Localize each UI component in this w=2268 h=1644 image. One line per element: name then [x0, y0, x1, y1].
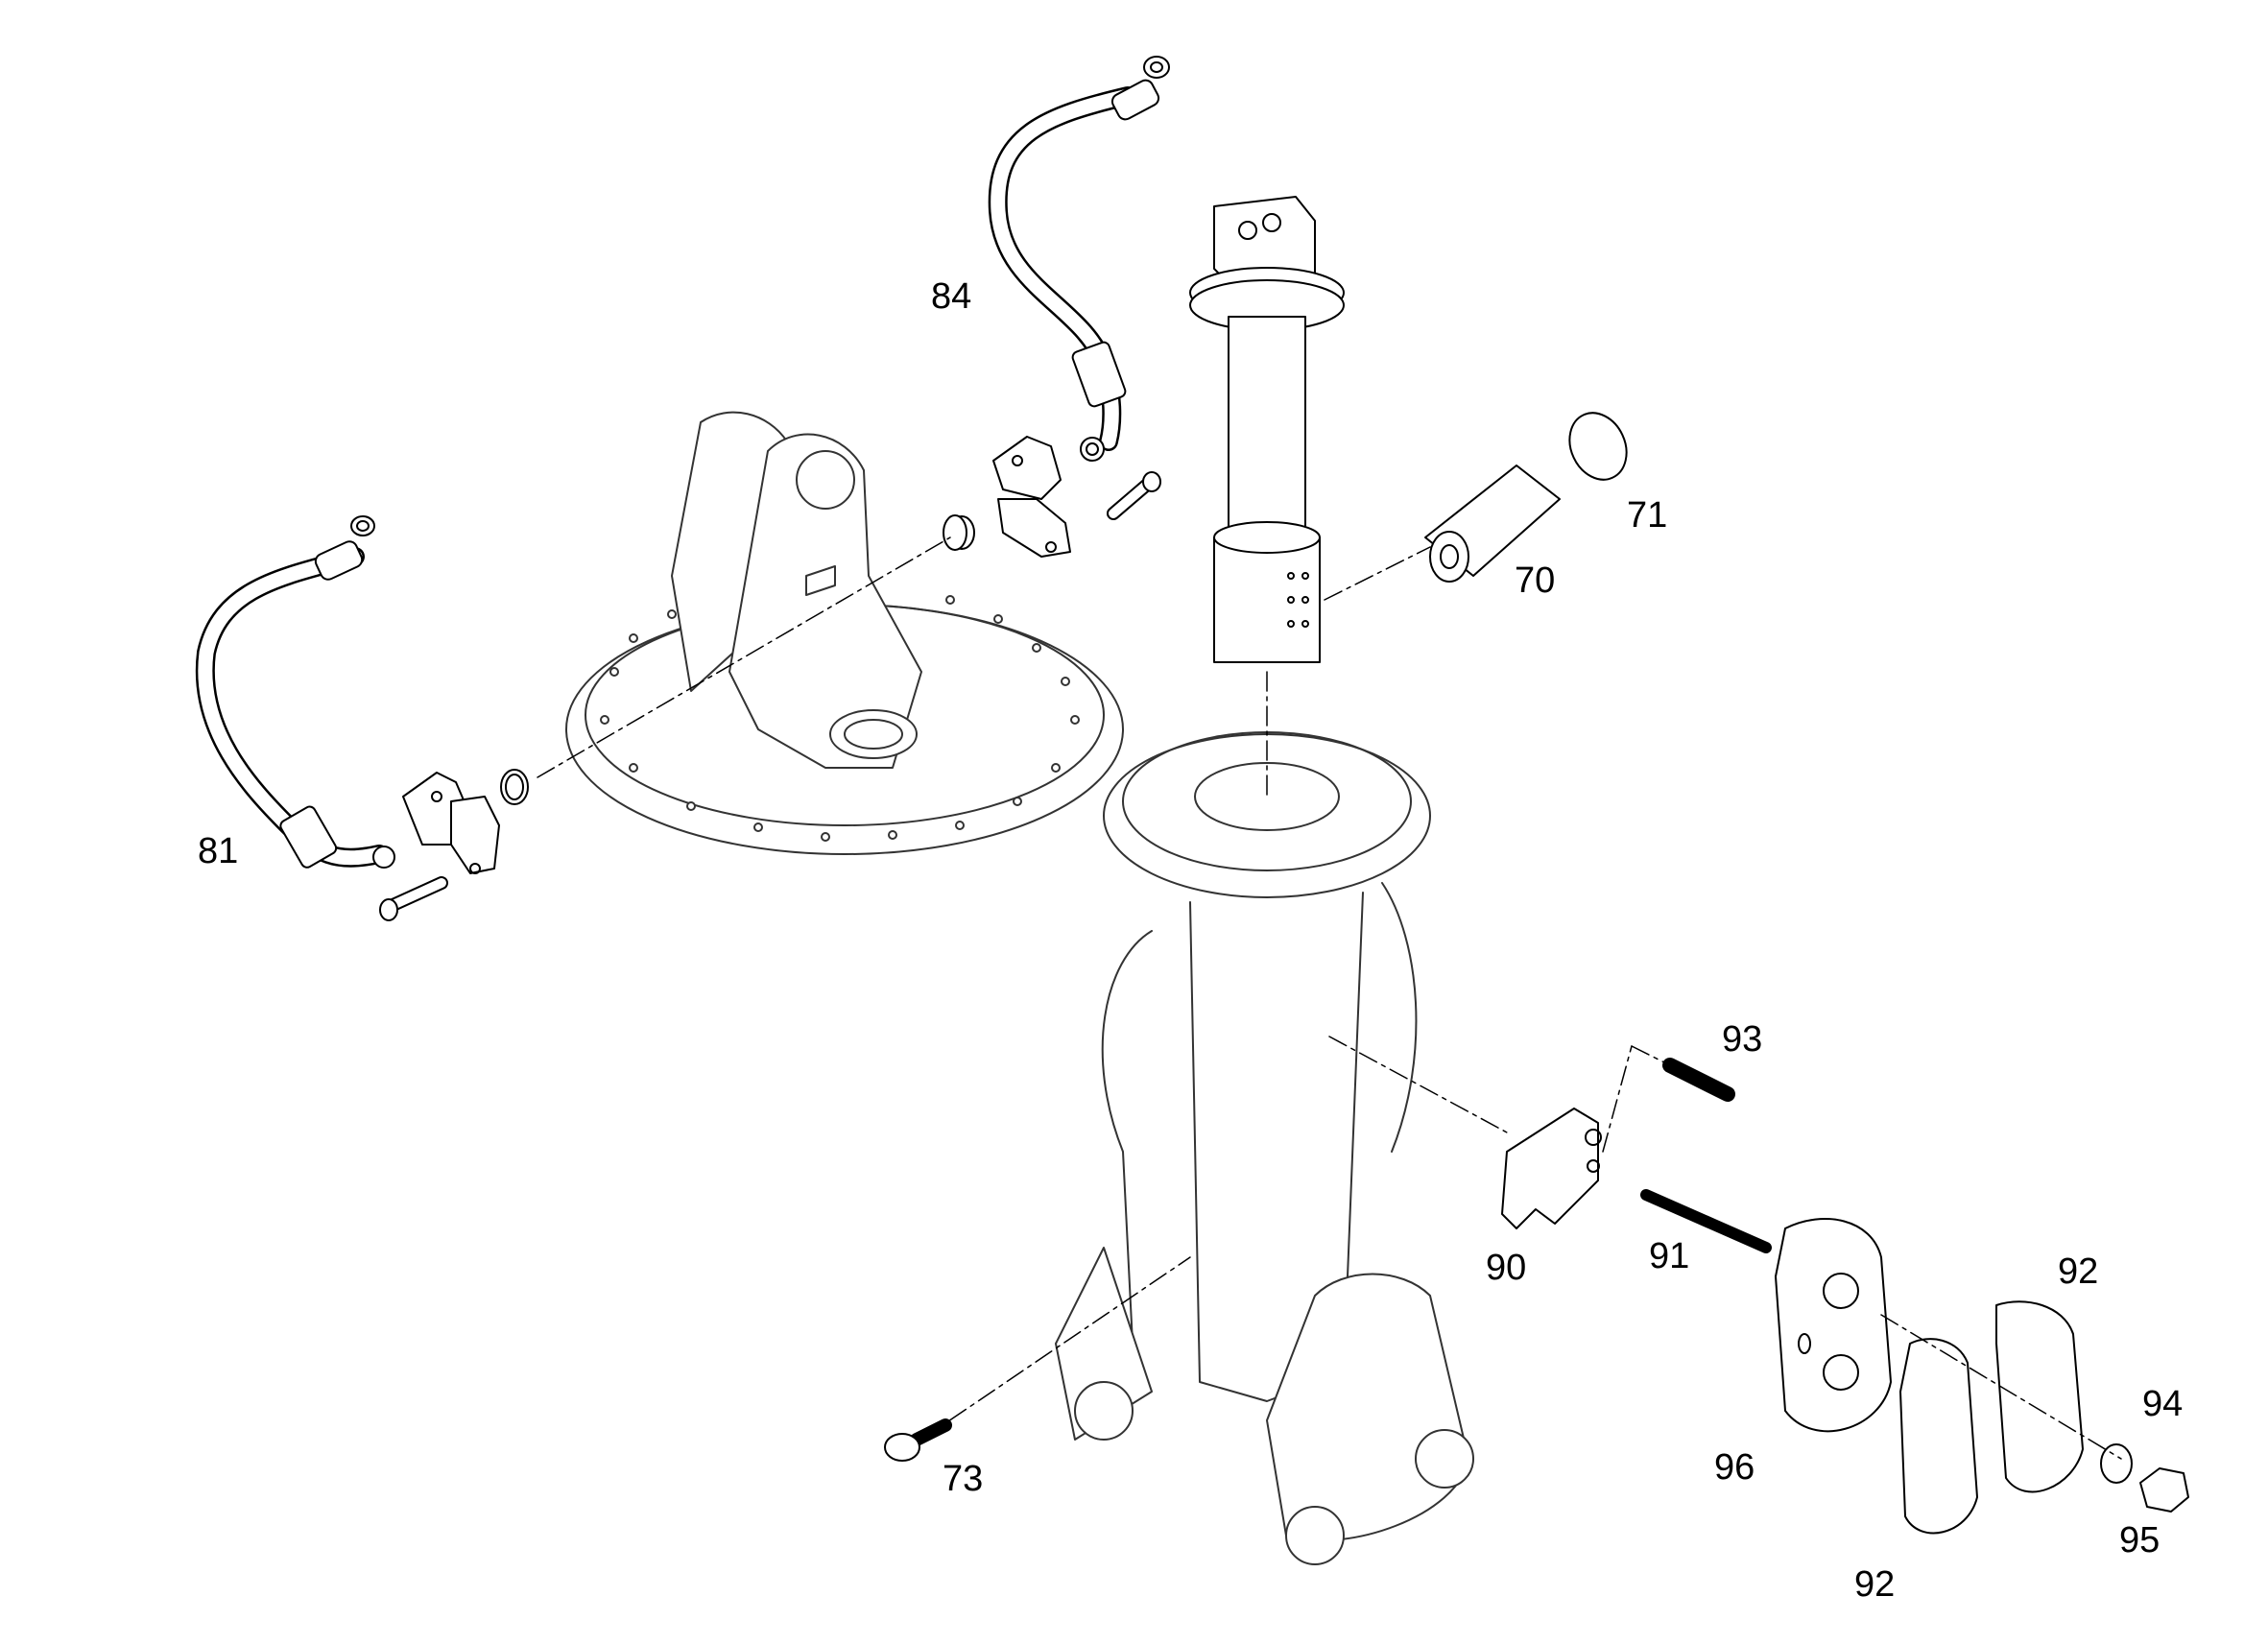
nut-95 — [2139, 1467, 2189, 1513]
callout-91: 91 — [1649, 1236, 1690, 1276]
split-flange-left — [379, 769, 529, 921]
callout-96: 96 — [1714, 1447, 1755, 1488]
pin-70 — [1424, 465, 1561, 583]
callout-70: 70 — [1515, 560, 1556, 601]
disc-96 — [1775, 1218, 1892, 1433]
callout-90: 90 — [1486, 1248, 1527, 1288]
callout-93: 93 — [1722, 1019, 1763, 1060]
split-flange-upper — [948, 436, 1161, 558]
callout-92-rear: 92 — [2058, 1251, 2099, 1292]
circlip-71 — [1568, 412, 1628, 481]
washer-94 — [2100, 1443, 2133, 1484]
centerlines — [537, 536, 2122, 1460]
swing-frame — [1055, 731, 1474, 1565]
hose-84 — [988, 56, 1170, 462]
disc-92-front — [1899, 1338, 1978, 1535]
callout-94: 94 — [2142, 1384, 2184, 1424]
callout-84: 84 — [931, 276, 972, 317]
hose-81 — [195, 515, 395, 869]
callout-81: 81 — [198, 831, 239, 871]
pin-91 — [1640, 1189, 1772, 1253]
callout-71: 71 — [1627, 495, 1668, 536]
callout-73: 73 — [943, 1459, 984, 1499]
pivot-column — [1189, 196, 1345, 663]
bolt-73 — [884, 1418, 952, 1462]
callout-92-front: 92 — [1854, 1564, 1896, 1605]
retaining-ring — [943, 514, 967, 551]
bolt-93 — [1662, 1058, 1735, 1102]
callout-95: 95 — [2119, 1520, 2161, 1561]
disc-92-rear — [1995, 1300, 2084, 1493]
axle-housing — [565, 411, 1124, 855]
plate-90 — [1501, 1108, 1602, 1229]
